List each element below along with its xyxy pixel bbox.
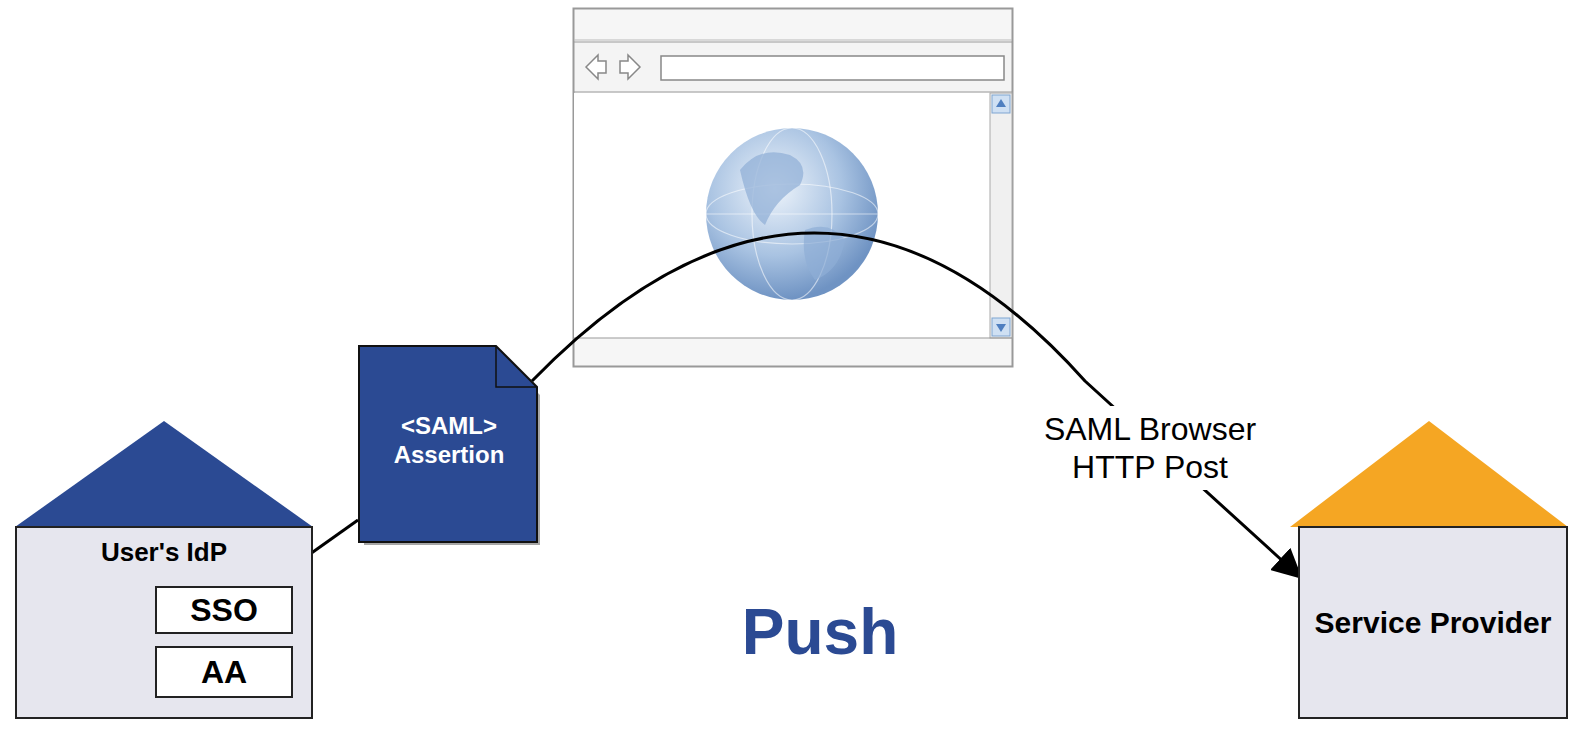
node-label: <SAML> Assertion [368,412,530,470]
node-label: AA [165,653,283,691]
node-label: User's IdP [25,537,303,568]
service-provider-house: Service Provider [1290,420,1568,719]
sso-box: SSO [155,586,293,634]
node-label: SSO [165,591,283,629]
saml-document: <SAML> Assertion [358,345,540,545]
node-label: Service Provider [1304,605,1562,641]
node-outline [1290,420,1568,719]
idp-house: User's IdP SSO AA [15,420,313,719]
edge-label: SAML Browser HTTP Post [1019,406,1281,491]
connector [532,233,1298,575]
aa-box: AA [155,646,293,698]
diagram-heading: Push [742,595,898,669]
